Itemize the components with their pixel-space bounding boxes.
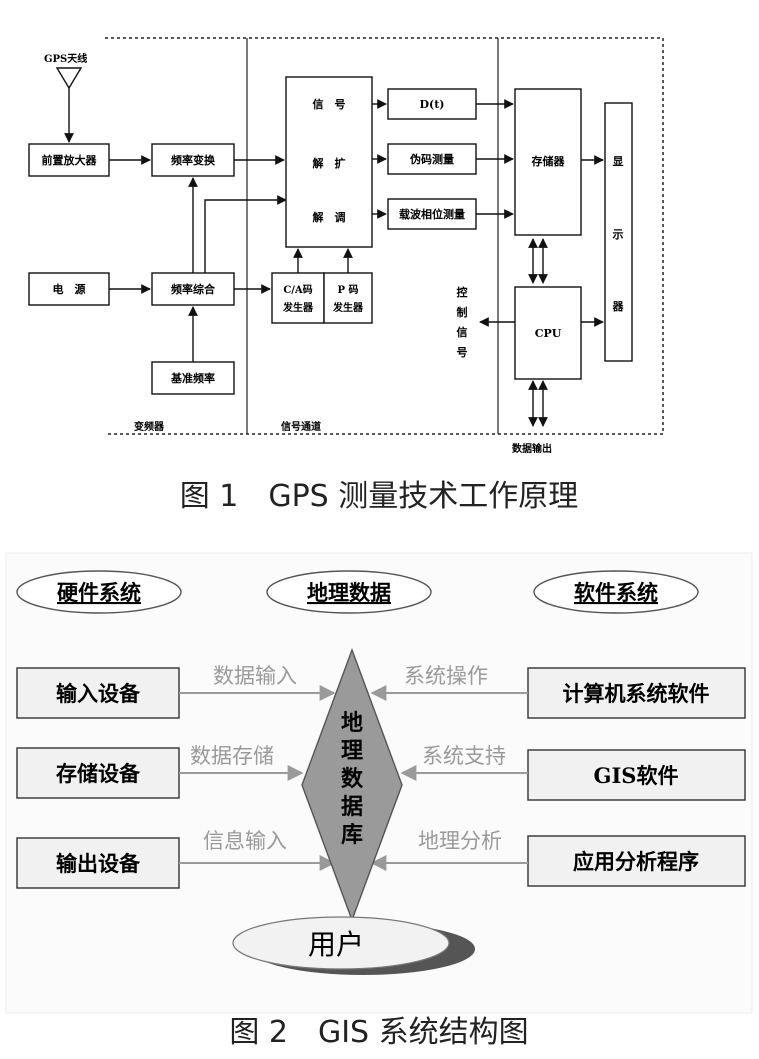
input-device-label: 输入设备: [56, 681, 141, 706]
dt-box: [387, 88, 477, 120]
data-out-label: 数据输出: [512, 442, 552, 455]
user-label: 用户: [308, 928, 364, 961]
display-label-1: 显: [613, 155, 624, 168]
storage-device-label: 存储设备: [56, 761, 141, 786]
system-software-box: [527, 667, 746, 719]
sw-label: 软件系统: [574, 580, 658, 605]
antenna-label: GPS天线: [44, 52, 87, 65]
ca-gen-label-2: 发生器: [282, 301, 314, 314]
user-ellipse: [232, 916, 450, 970]
control-4: 号: [457, 346, 468, 359]
storage-label: 存储器: [532, 154, 566, 168]
storage-box: [514, 88, 582, 236]
sw-ellipse: [533, 570, 699, 614]
control-3: 信: [457, 325, 468, 339]
preamp-label: 前置放大器: [42, 153, 98, 167]
figure-1-caption: 图 1 GPS 测量技术工作原理: [180, 479, 579, 514]
db-char-5: 库: [341, 822, 363, 848]
control-1: 控: [457, 285, 468, 299]
pseudo-label: 伪码测量: [409, 152, 454, 166]
control-2: 制: [457, 305, 468, 319]
input-device-box: [16, 667, 180, 719]
antenna-icon: [55, 67, 83, 90]
demod-label: 解 调: [313, 210, 346, 224]
figure-1: GPS天线 前置放大器 电 源 频率变换 频率综合 基准频率 信 号 解 扩 解…: [28, 37, 664, 514]
freq-synth-label: 频率综合: [171, 282, 216, 296]
power-label: 电 源: [53, 282, 86, 296]
freq-changer-label: 变频器: [134, 420, 165, 433]
cpu-box: [514, 286, 582, 380]
carrier-label: 载波相位测量: [399, 207, 465, 221]
ref-freq-box: [151, 361, 235, 395]
arrow-label-system-support: 系统支持: [422, 744, 506, 768]
p-gen-label-1: P 码: [337, 284, 358, 296]
output-device-box: [16, 837, 180, 889]
display-box: [604, 102, 633, 362]
signal-block: [285, 76, 373, 248]
geo-label: 地理数据: [307, 580, 391, 605]
p-gen-box: [323, 272, 373, 324]
ca-gen-label-1: C/A码: [283, 284, 312, 296]
arrow-label-info-input: 信息输入: [203, 829, 287, 853]
figure-2: 硬件系统 地理数据 软件系统 输入设备 存储设备 输出设备 计算机系统软件 GI…: [5, 552, 753, 1050]
analysis-program-label: 应用分析程序: [573, 849, 699, 874]
db-char-4: 据: [341, 794, 363, 820]
db-char-1: 地: [341, 710, 363, 736]
dashed-border: [105, 37, 664, 435]
ref-freq-label: 基准频率: [170, 371, 215, 385]
signal-label: 信 号: [313, 97, 346, 111]
db-char-2: 理: [341, 738, 363, 764]
geo-ellipse: [266, 570, 432, 614]
arrow-label-system-op: 系统操作: [404, 664, 488, 688]
analysis-program-box: [527, 835, 746, 887]
carrier-box: [387, 198, 477, 230]
system-software-label: 计算机系统软件: [563, 681, 710, 706]
preamp-box: [28, 143, 110, 177]
freq-convert-label: 频率变换: [171, 153, 216, 167]
gis-software-label: GIS软件: [594, 763, 679, 788]
display-label-3: 器: [612, 300, 625, 313]
display-label-2: 示: [612, 228, 624, 241]
ca-gen-box: [271, 272, 325, 324]
cpu-label: CPU: [535, 327, 562, 340]
arrow-label-data-storage: 数据存储: [190, 744, 274, 768]
hw-ellipse: [16, 570, 182, 614]
db-char-3: 数: [341, 766, 364, 792]
gis-software-box: [527, 749, 746, 801]
despread-label: 解 扩: [313, 156, 346, 170]
channel-label: 信号通道: [281, 420, 321, 433]
p-gen-label-2: 发生器: [332, 301, 364, 314]
dt-label: D(t): [419, 98, 444, 111]
output-device-label: 输出设备: [56, 851, 141, 876]
arrow-label-geo-analysis: 地理分析: [418, 829, 502, 853]
figure-2-caption: 图 2 GIS 系统结构图: [229, 1015, 528, 1050]
hw-label: 硬件系统: [57, 580, 141, 605]
arrow-label-data-input: 数据输入: [213, 664, 297, 688]
power-box: [28, 272, 110, 306]
